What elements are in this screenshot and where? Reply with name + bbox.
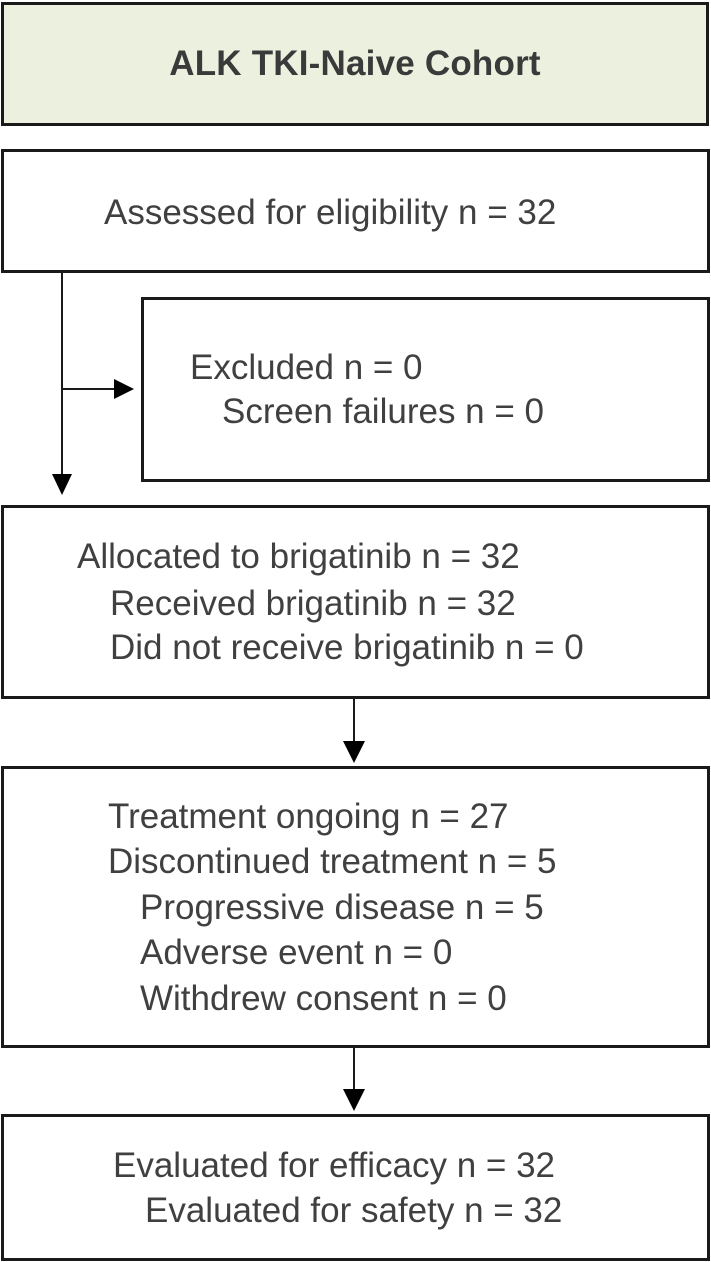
received-text: Received brigatinib n = 32 [110, 584, 516, 623]
eligibility-box [1, 149, 710, 273]
allocation-box [1, 505, 710, 699]
withdrew-consent-text: Withdrew consent n = 0 [140, 979, 507, 1018]
eligibility-text: Assessed for eligibility n = 32 [104, 193, 557, 232]
adverse-event-text: Adverse event n = 0 [140, 933, 453, 972]
cohort-header-box: ALK TKI-Naive Cohort [1, 2, 709, 126]
excluded-text: Excluded n = 0 [190, 348, 423, 387]
evaluation-box [1, 1114, 710, 1261]
excluded-box [141, 297, 710, 482]
arrowhead-to-excluded [114, 379, 134, 399]
allocated-text: Allocated to brigatinib n = 32 [77, 537, 520, 576]
arrowhead-to-allocation [52, 474, 72, 495]
treatment-ongoing-text: Treatment ongoing n = 27 [108, 797, 509, 836]
discontinued-text: Discontinued treatment n = 5 [108, 842, 557, 881]
arrowhead-to-treatment [343, 741, 365, 763]
treatment-box [1, 766, 710, 1048]
progressive-disease-text: Progressive disease n = 5 [140, 888, 544, 927]
not-received-text: Did not receive brigatinib n = 0 [110, 628, 584, 667]
safety-text: Evaluated for safety n = 32 [145, 1191, 563, 1230]
cohort-title: ALK TKI-Naive Cohort [169, 44, 541, 83]
efficacy-text: Evaluated for efficacy n = 32 [113, 1146, 555, 1185]
screen-failures-text: Screen failures n = 0 [222, 392, 544, 431]
arrowhead-to-evaluation [343, 1089, 365, 1111]
